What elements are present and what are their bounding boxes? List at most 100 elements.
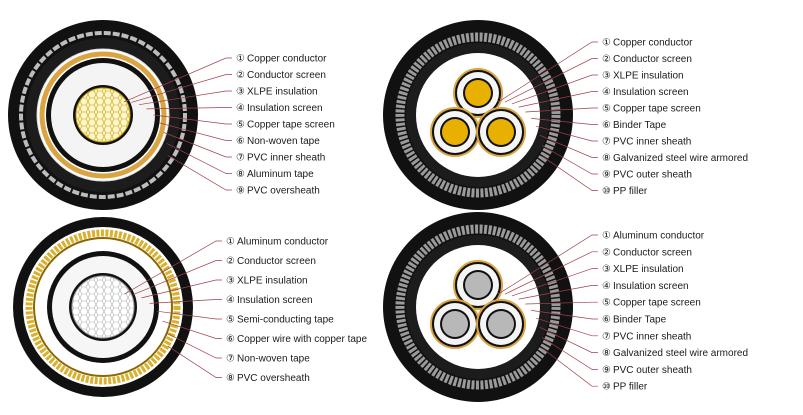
cable-cross-section-2	[383, 20, 573, 210]
layer-number: ③	[236, 87, 245, 98]
layer-name: Copper tape screen	[613, 104, 701, 115]
layer-number: ④	[602, 281, 611, 292]
leader-lines-2	[497, 41, 598, 191]
layer-name: Conductor screen	[247, 70, 326, 81]
layer-number: ②	[602, 54, 611, 65]
layer-name: Copper tape screen	[247, 120, 335, 131]
copper-wire-ring	[25, 229, 181, 385]
copper-tape	[33, 237, 173, 377]
leader-line	[511, 268, 598, 297]
layer-number: ⑦	[602, 137, 611, 148]
layer-number: ⑥	[226, 334, 235, 345]
layer-name: XLPE insulation	[613, 71, 684, 82]
core-conductor	[465, 80, 491, 106]
layer-name: Galvanized steel wire armored	[613, 348, 748, 359]
layer-name: Copper conductor	[247, 54, 327, 65]
leader-line	[531, 118, 598, 125]
leader-lines-4	[497, 234, 598, 387]
layer-number: ⑦	[236, 153, 245, 164]
layer-number: ②	[236, 70, 245, 81]
core-conductor	[442, 311, 468, 337]
layer-number: ⑤	[602, 104, 611, 115]
layer-number: ⑨	[236, 186, 245, 197]
layer-name: PVC inner sheath	[613, 137, 691, 148]
layer-number: ②	[602, 247, 611, 258]
leader-line	[138, 90, 232, 106]
core-conductor	[442, 119, 468, 145]
leader-line	[497, 234, 598, 295]
layer-number: ⑦	[602, 331, 611, 342]
leader-line	[542, 348, 598, 387]
cable-cross-section-3	[13, 217, 193, 397]
layer-name: PVC inner sheath	[613, 331, 691, 342]
layer-name: XLPE insulation	[613, 264, 684, 275]
layer-name: PP filler	[613, 186, 648, 197]
layer-number: ⑥	[602, 315, 611, 326]
leader-line	[525, 301, 598, 305]
core-conductor	[488, 311, 514, 337]
copper-conductor	[75, 87, 131, 143]
layer-name: Non-woven tape	[237, 354, 310, 365]
layer-name: Conductor screen	[613, 247, 692, 258]
layer-name: Semi-conducting tape	[237, 315, 334, 326]
layer-name: PP filler	[613, 382, 648, 393]
leader-line	[536, 317, 598, 337]
leader-line	[124, 240, 222, 295]
leader-line	[166, 143, 232, 174]
leader-line	[541, 145, 598, 175]
layer-number: ⑤	[236, 120, 245, 131]
cable-cross-section-1	[8, 20, 198, 210]
layer-number: ③	[602, 71, 611, 82]
layer-number: ⑤	[602, 298, 611, 309]
layer-name: PVC outer sheath	[613, 365, 692, 376]
aluminum-conductor	[71, 275, 135, 339]
layer-name: XLPE insulation	[247, 87, 318, 98]
layer-number: ⑧	[602, 348, 611, 359]
layer-name: PVC outer sheath	[613, 170, 692, 181]
leader-line	[518, 91, 598, 108]
layer-name: Aluminum tape	[247, 169, 314, 180]
layer-number: ⑦	[226, 354, 235, 365]
layer-name: Copper tape screen	[613, 298, 701, 309]
layer-name: PVC oversheath	[247, 186, 320, 197]
cable-cross-section-4	[383, 212, 573, 402]
leader-line	[539, 134, 598, 158]
leader-line	[166, 332, 222, 359]
leader-line	[123, 57, 232, 103]
leader-line	[504, 251, 598, 295]
layer-name: Conductor screen	[237, 256, 316, 267]
copper-tape-screen	[39, 51, 167, 179]
three-cores-copper	[430, 68, 526, 157]
layer-name: Copper wire with copper tape	[237, 334, 368, 345]
leader-line	[146, 107, 232, 110]
layer-number: ①	[226, 237, 235, 248]
leader-line	[525, 107, 598, 113]
layer-number: ⑥	[602, 120, 611, 131]
leader-line	[156, 310, 222, 320]
layer-name: Aluminum conductor	[237, 237, 329, 248]
leader-line	[132, 260, 222, 296]
leader-line	[539, 326, 598, 353]
